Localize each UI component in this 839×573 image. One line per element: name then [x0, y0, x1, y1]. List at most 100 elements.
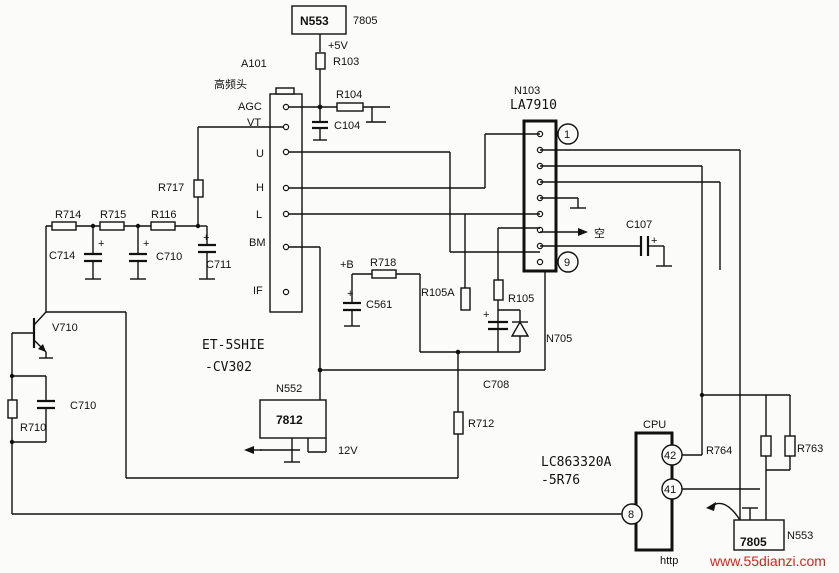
n553-bottom-label: N553 — [787, 530, 813, 542]
output-arrow — [244, 446, 254, 454]
la7910-label: LA7910 — [510, 98, 557, 113]
tuner-pin-bm — [282, 243, 290, 251]
r103-label: R103 — [333, 56, 359, 68]
l-label: L — [256, 209, 262, 221]
v12-label: 12V — [338, 445, 358, 457]
tuner-cn-label: 高频头 — [214, 77, 247, 91]
tuner-pin-vt — [282, 123, 290, 131]
c708-label: C708 — [483, 379, 509, 391]
c561-plus: + — [347, 288, 353, 300]
junction — [9, 439, 15, 445]
if-label: IF — [253, 285, 263, 297]
c708-plus: + — [483, 309, 489, 321]
r714-label: R714 — [55, 209, 81, 221]
reg-7805-bottom-label: 7805 — [740, 535, 767, 549]
v710-emitter-arrow — [38, 344, 46, 352]
vt-label: VT — [247, 117, 261, 129]
r105a-resistor — [460, 287, 471, 311]
u-label: U — [256, 148, 264, 160]
r103-resistor — [315, 52, 326, 70]
r712-label: R712 — [468, 418, 494, 430]
h-label: H — [256, 182, 264, 194]
a101-label: A101 — [241, 58, 267, 70]
r764-label: R764 — [706, 445, 732, 457]
tuner-pin-if — [282, 288, 290, 296]
r710-resistor — [7, 399, 18, 419]
v710-collector — [33, 311, 47, 326]
pin9-label: 9 — [564, 257, 570, 269]
r714-resistor — [51, 221, 77, 231]
n553-regulator-bottom — [733, 519, 785, 551]
c107-label: C107 — [626, 219, 652, 231]
r105a-label: R105A — [421, 287, 455, 299]
kong-label: 空 — [594, 226, 605, 240]
r710-label: R710 — [20, 422, 46, 434]
junction — [699, 392, 705, 398]
tuner-pin-u — [282, 148, 290, 156]
pin8-circle — [621, 503, 643, 525]
feed-arrow-head — [706, 502, 716, 511]
cpu-model-1: LC863320A — [541, 455, 612, 470]
n552-label: N552 — [276, 383, 302, 395]
pin42-label: 42 — [664, 450, 676, 462]
feed-arrow — [711, 502, 741, 521]
tuner-pin-l — [282, 210, 290, 218]
tuner-pin-agc — [282, 103, 290, 111]
c710b-label: C710 — [70, 400, 96, 412]
reg-7812-label: 7812 — [276, 413, 303, 427]
n552-regulator — [259, 399, 327, 439]
n705-zener — [510, 320, 530, 337]
c710a-plus: + — [143, 238, 149, 250]
tuner-tab — [275, 87, 295, 95]
n553-regulator-top — [291, 5, 347, 35]
cpu-label: CPU — [643, 419, 666, 431]
r116-label: R116 — [151, 209, 176, 221]
c104-label: C104 — [334, 120, 360, 132]
pin41-label: 41 — [664, 484, 676, 496]
bm-label: BM — [249, 237, 266, 249]
r104-label: R104 — [336, 89, 362, 101]
watermark-prefix: http — [660, 555, 678, 567]
pin1-label: 1 — [564, 129, 570, 141]
r116-resistor — [150, 221, 176, 231]
c711-label: C711 — [206, 259, 231, 271]
c710a-label: C710 — [156, 251, 182, 263]
c714-plus: + — [98, 238, 104, 250]
r718-resistor — [371, 269, 397, 279]
r712-resistor — [453, 411, 464, 435]
tuner-model-2: -CV302 — [205, 360, 252, 375]
r718-label: R718 — [370, 257, 396, 269]
n103-label: N103 — [514, 85, 540, 97]
r763-resistor — [784, 435, 796, 457]
r715-resistor — [99, 221, 125, 231]
v710-label: V710 — [52, 322, 78, 334]
r715-label: R715 — [100, 209, 126, 221]
c714-label: C714 — [49, 250, 75, 262]
reg-7805-top-label: 7805 — [353, 15, 377, 27]
r104-resistor — [336, 102, 364, 112]
n553-top-label: N553 — [300, 14, 329, 28]
nc-arrow — [578, 228, 588, 236]
pin1-circle — [557, 123, 579, 145]
r764-resistor — [760, 435, 772, 457]
tuner-model-1: ET-5SHIE — [202, 338, 265, 353]
r717-resistor — [193, 179, 204, 198]
r105-label: R105 — [508, 293, 534, 305]
watermark-text: www.55dianzi.com — [709, 553, 826, 569]
pin9-circle — [557, 251, 579, 273]
n705-label: N705 — [546, 333, 572, 345]
cpu-model-2: -5R76 — [541, 473, 580, 488]
pin8-label: 8 — [628, 509, 634, 521]
tuner-pin-h — [282, 184, 290, 192]
r105-resistor — [493, 279, 504, 301]
plus5v-label: +5V — [328, 40, 349, 52]
r717-label: R717 — [158, 182, 184, 194]
c107-plus: + — [651, 235, 657, 247]
c711-plus: + — [203, 232, 209, 244]
plusb-label: +B — [340, 259, 354, 271]
ic-pin — [536, 258, 544, 266]
r763-label: R763 — [797, 443, 823, 455]
agc-label: AGC — [238, 101, 262, 113]
c561-label: C561 — [366, 299, 392, 311]
